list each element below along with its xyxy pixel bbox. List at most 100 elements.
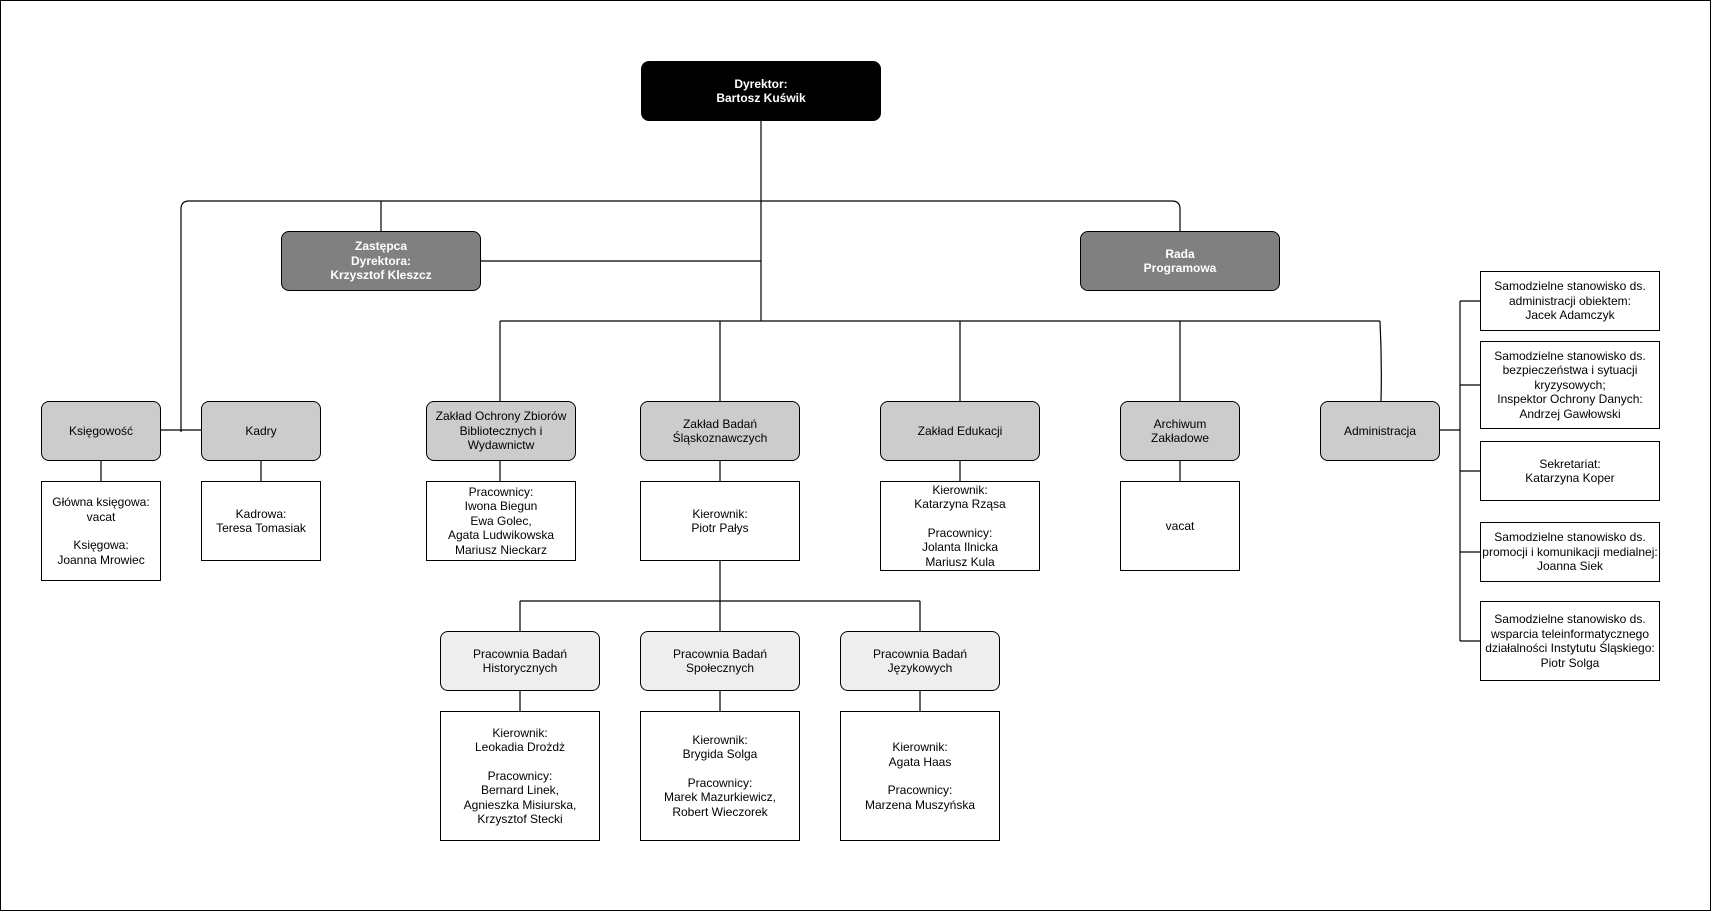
title-line: Zakładowe	[1150, 431, 1210, 445]
director-name: Bartosz Kuświk	[716, 91, 806, 105]
detail-line: Mariusz Nieckarz	[454, 542, 547, 557]
title-line: Językowych	[887, 661, 953, 675]
detail-line: Sekretariat:	[1539, 456, 1601, 471]
detail-line: vacat	[86, 509, 116, 524]
detail-line: Pracownicy:	[487, 768, 553, 783]
dept-collections-box: Zakład Ochrony Zbiorów Bibliotecznych i …	[426, 401, 576, 461]
lab-history-box: Pracownia Badań Historycznych	[440, 631, 600, 691]
lab-language-box: Pracownia Badań Językowych	[840, 631, 1000, 691]
title-line: Pracownia Badań	[672, 646, 768, 661]
dept-collections-details: Pracownicy: Iwona Biegun Ewa Golec, Agat…	[426, 481, 576, 561]
detail-line: Samodzielne stanowisko ds.	[1494, 530, 1646, 545]
detail-line: Agata Haas	[888, 754, 952, 769]
detail-line: Samodzielne stanowisko ds.	[1494, 279, 1646, 294]
deputy-director-box: Zastępca Dyrektora: Krzysztof Kleszcz	[281, 231, 481, 291]
detail-line: wsparcia teleinformatycznego	[1490, 626, 1650, 641]
detail-line: Krzysztof Stecki	[477, 812, 563, 826]
admin-position-1: Samodzielne stanowisko ds. administracji…	[1480, 271, 1660, 331]
detail-line: Pracownicy:	[468, 484, 534, 499]
detail-line: kryzysowych;	[1534, 377, 1606, 392]
detail-line: Kierownik:	[692, 732, 748, 747]
dept-silesian-box: Zakład Badań Śląskoznawczych	[640, 401, 800, 461]
detail-line: Główna księgowa:	[52, 495, 150, 509]
title-line: Zakład Edukacji	[917, 423, 1003, 438]
lab-social-box: Pracownia Badań Społecznych	[640, 631, 800, 691]
detail-line: Iwona Biegun	[464, 499, 538, 514]
title-line: Bibliotecznych i	[459, 423, 543, 438]
deputy-line-2: Dyrektora:	[350, 253, 412, 268]
program-council-box: Rada Programowa	[1080, 231, 1280, 291]
detail-line: Joanna Siek	[1536, 559, 1604, 574]
detail-line: Katarzyna Rząsa	[914, 497, 1006, 512]
detail-line: Samodzielne stanowisko ds.	[1494, 348, 1646, 363]
admin-position-3: Sekretariat: Katarzyna Koper	[1480, 441, 1660, 501]
deputy-name: Krzysztof Kleszcz	[330, 268, 432, 283]
detail-line: Kierownik:	[932, 482, 988, 497]
title-line: Pracownia Badań	[472, 646, 568, 661]
lab-language-details: Kierownik: Agata Haas Pracownicy: Marzen…	[840, 711, 1000, 841]
title-line: Wydawnictw	[467, 438, 535, 453]
title-line: Społecznych	[685, 661, 755, 675]
director-title: Dyrektor:	[734, 76, 788, 91]
detail-line: Ewa Golec,	[470, 513, 532, 528]
title-line: Archiwum	[1153, 416, 1207, 431]
detail-line: administracji obiektem:	[1508, 293, 1632, 308]
council-line-2: Programowa	[1143, 261, 1217, 275]
title-line: Zakład Badań	[682, 416, 758, 431]
lab-history-details: Kierownik: Leokadia Drożdż Pracownicy: B…	[440, 711, 600, 841]
accounting-box: Księgowość	[41, 401, 161, 461]
accounting-title: Księgowość	[68, 423, 134, 438]
detail-line: Księgowa:	[73, 538, 129, 552]
title-line: Historycznych	[482, 661, 558, 675]
deputy-line-1: Zastępca	[354, 239, 408, 254]
detail-line: Katarzyna Koper	[1525, 471, 1615, 485]
detail-line: Pracownicy:	[887, 783, 953, 797]
title-line: Pracownia Badań	[872, 646, 968, 661]
administration-title: Administracja	[1343, 423, 1417, 438]
detail-line: działalności Instytutu Śląskiego:	[1485, 641, 1655, 655]
accounting-details: Główna księgowa: vacat Księgowa: Joanna …	[41, 481, 161, 581]
archive-box: Archiwum Zakładowe	[1120, 401, 1240, 461]
detail-line: Jacek Adamczyk	[1525, 308, 1615, 323]
admin-position-5: Samodzielne stanowisko ds. wsparcia tele…	[1480, 601, 1660, 681]
detail-line: Agnieszka Misiurska,	[463, 797, 577, 812]
detail-line: Marzena Muszyńska	[864, 797, 976, 812]
detail-line: bezpieczeństwa i sytuacji	[1502, 363, 1638, 378]
detail-line: Piotr Solga	[1540, 655, 1600, 670]
detail-line: Pracownicy:	[687, 775, 753, 790]
detail-line: Bernard Linek,	[480, 783, 560, 797]
hr-details: Kadrowa: Teresa Tomasiak	[201, 481, 321, 561]
detail-line: promocji i komunikacji medialnej:	[1482, 544, 1658, 559]
detail-line: Marek Mazurkiewicz,	[663, 790, 777, 805]
detail-line: Jolanta Ilnicka	[921, 540, 999, 555]
detail-line: Mariusz Kula	[925, 554, 995, 569]
detail-line: vacat	[1165, 518, 1195, 533]
hr-title: Kadry	[245, 423, 277, 438]
dept-silesian-details: Kierownik: Piotr Pałys	[640, 481, 800, 561]
title-line: Zakład Ochrony Zbiorów	[435, 409, 567, 424]
detail-line: Kierownik:	[492, 725, 548, 740]
dept-education-details: Kierownik: Katarzyna Rząsa Pracownicy: J…	[880, 481, 1040, 571]
detail-line: Agata Ludwikowska	[447, 528, 555, 543]
detail-line: Andrzej Gawłowski	[1519, 406, 1621, 421]
detail-line: Kierownik:	[892, 740, 948, 754]
admin-position-4: Samodzielne stanowisko ds. promocji i ko…	[1480, 522, 1660, 582]
hr-box: Kadry	[201, 401, 321, 461]
detail-line: Inspektor Ochrony Danych:	[1497, 392, 1643, 407]
detail-line: Piotr Pałys	[691, 521, 749, 535]
detail-line: Robert Wieczorek	[672, 804, 768, 819]
dept-education-box: Zakład Edukacji	[880, 401, 1040, 461]
admin-position-2: Samodzielne stanowisko ds. bezpieczeństw…	[1480, 341, 1660, 429]
detail-line: Samodzielne stanowisko ds.	[1494, 612, 1646, 626]
detail-line: Kadrowa:	[235, 506, 287, 521]
director-box: Dyrektor: Bartosz Kuświk	[641, 61, 881, 121]
detail-line: Pracownicy:	[927, 525, 993, 540]
administration-box: Administracja	[1320, 401, 1440, 461]
council-line-1: Rada	[1165, 246, 1195, 261]
archive-details: vacat	[1120, 481, 1240, 571]
detail-line: Teresa Tomasiak	[216, 521, 306, 535]
title-line: Śląskoznawczych	[672, 431, 768, 445]
detail-line: Brygida Solga	[682, 747, 758, 762]
lab-social-details: Kierownik: Brygida Solga Pracownicy: Mar…	[640, 711, 800, 841]
